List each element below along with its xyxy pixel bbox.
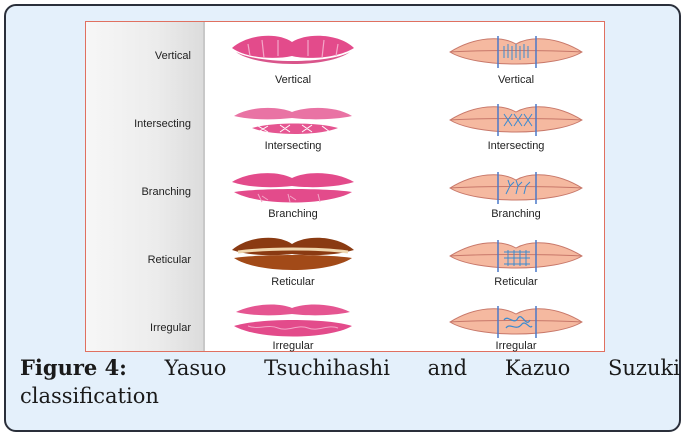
label-column: Vertical Intersecting Branching Reticula… (86, 22, 205, 351)
lip-print-branching (228, 166, 358, 210)
caption-word: and (428, 354, 468, 382)
caption-line-2: classification (20, 382, 680, 410)
lip-diagram-irregular (446, 302, 586, 342)
print-caption-reticular: Reticular (228, 276, 358, 288)
lip-diagram-branching (446, 168, 586, 208)
caption-word: Kazuo (505, 354, 570, 382)
print-caption-irregular: Irregular (228, 340, 358, 352)
diagram-caption-vertical: Vertical (451, 74, 581, 86)
caption-word: Tsuchihashi (264, 354, 390, 382)
lip-print-intersecting (228, 98, 358, 142)
lip-print-reticular (228, 232, 358, 278)
figure-image: Vertical Intersecting Branching Reticula… (85, 21, 605, 352)
diagram-caption-reticular: Reticular (451, 276, 581, 288)
print-caption-intersecting: Intersecting (228, 140, 358, 152)
lip-diagram-intersecting (446, 100, 586, 140)
figure-card: Vertical Intersecting Branching Reticula… (4, 4, 681, 432)
figure-caption: Figure 4: Yasuo Tsuchihashi and Kazuo Su… (20, 354, 680, 410)
caption-word: Suzuki (608, 354, 680, 382)
row-label-intersecting: Intersecting (134, 118, 191, 130)
row-label-reticular: Reticular (148, 254, 191, 266)
lip-print-vertical (228, 28, 358, 72)
print-caption-branching: Branching (228, 208, 358, 220)
row-label-branching: Branching (141, 186, 191, 198)
caption-line-1: Figure 4: Yasuo Tsuchihashi and Kazuo Su… (20, 354, 680, 382)
lip-diagram-vertical (446, 32, 586, 72)
row-label-irregular: Irregular (150, 322, 191, 334)
diagram-caption-irregular: Irregular (451, 340, 581, 352)
lip-print-irregular (228, 296, 358, 342)
lip-diagram-reticular (446, 236, 586, 276)
caption-word: Yasuo (165, 354, 227, 382)
caption-figure-number: Figure 4: (20, 354, 127, 382)
row-label-vertical: Vertical (155, 50, 191, 62)
diagram-caption-branching: Branching (451, 208, 581, 220)
diagram-caption-intersecting: Intersecting (451, 140, 581, 152)
print-caption-vertical: Vertical (228, 74, 358, 86)
